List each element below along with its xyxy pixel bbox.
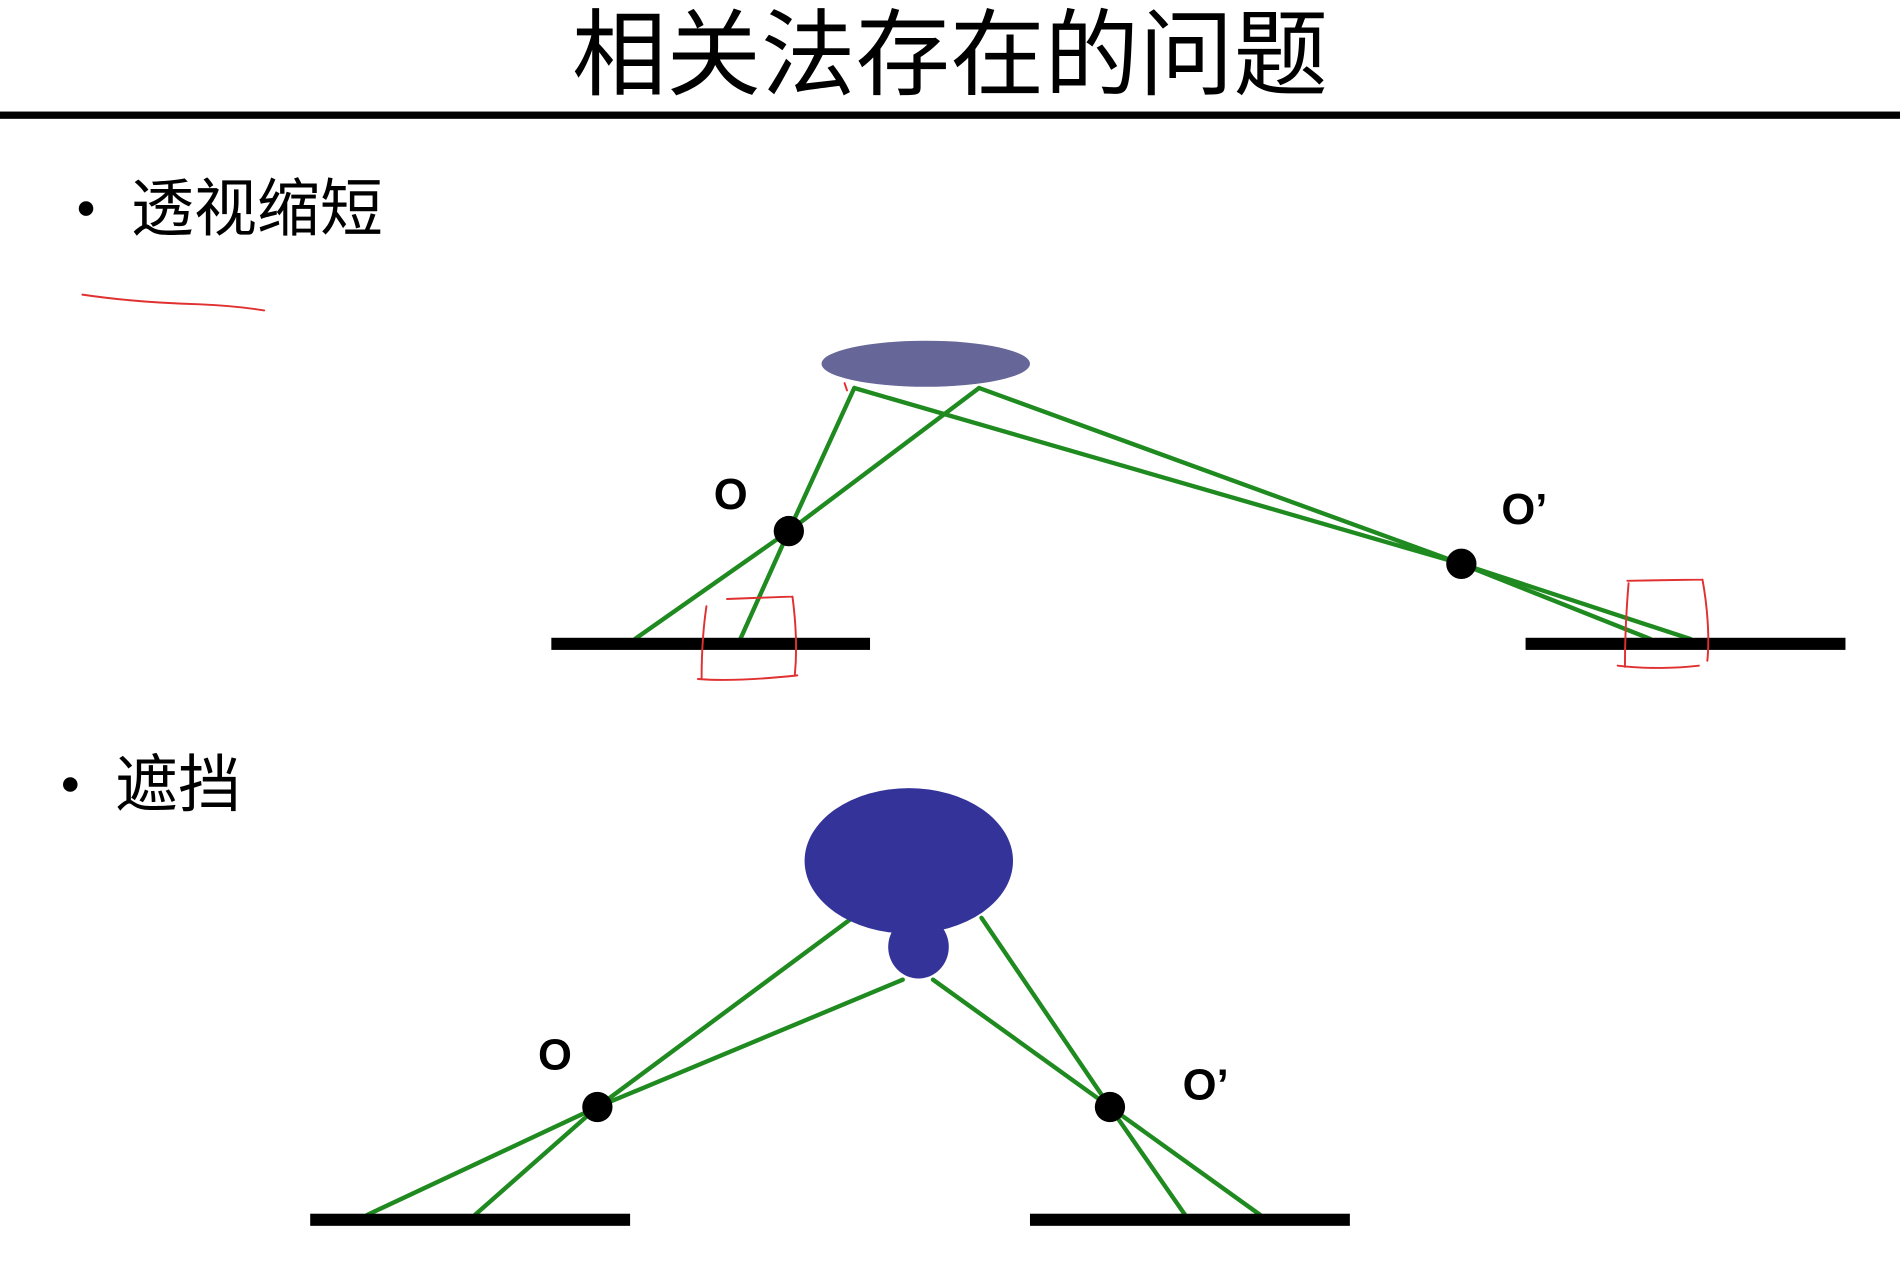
label-o: O [714, 471, 748, 519]
label-o-prime: O’ [1501, 486, 1547, 534]
occluding-object [804, 788, 1014, 979]
ray-lens-right-to-o [632, 385, 982, 642]
red-annotation-underline [81, 293, 266, 312]
ground-line-right [1029, 1213, 1350, 1226]
ground-line-left [310, 1213, 631, 1226]
ray-object-left-outer-to-o [472, 916, 853, 1218]
ray-lens-left-to-o-prime [852, 385, 1693, 642]
occluding-object-lobe [888, 915, 949, 979]
ray-object-right-outer-to-o-prime [979, 915, 1188, 1218]
red-annotation-mark [843, 382, 848, 392]
bullet-dot-occlusion [63, 777, 78, 792]
camera-center-o-prime [1446, 548, 1477, 579]
title-underline [0, 111, 1900, 119]
camera-center-o [773, 515, 804, 547]
red-annotation-box-right [1616, 578, 1710, 669]
ground-line-right [1525, 637, 1846, 650]
label-o-prime: O’ [1183, 1062, 1229, 1110]
bullet-occlusion: 遮挡 [115, 747, 241, 821]
camera-center-o [582, 1091, 613, 1123]
bullet-dot-foreshortening [78, 201, 94, 216]
bullet-foreshortening: 透视缩短 [131, 171, 383, 245]
camera-center-o-prime [1094, 1091, 1126, 1123]
occlusion-diagram: O O’ [310, 788, 1350, 1226]
ray-lens-right-to-o-prime [976, 385, 1653, 642]
ray-object-left-inner-to-o [364, 977, 905, 1218]
label-o: O [538, 1031, 572, 1079]
foreshortening-diagram: O O’ [551, 340, 1846, 681]
occluding-object-body [804, 788, 1014, 934]
red-annotation-box-left [696, 595, 799, 681]
slide-title: 相关法存在的问题 [572, 0, 1328, 110]
ray-lens-left-to-o [738, 385, 857, 642]
lens-ellipse [821, 340, 1030, 387]
ground-line-left [551, 637, 871, 650]
